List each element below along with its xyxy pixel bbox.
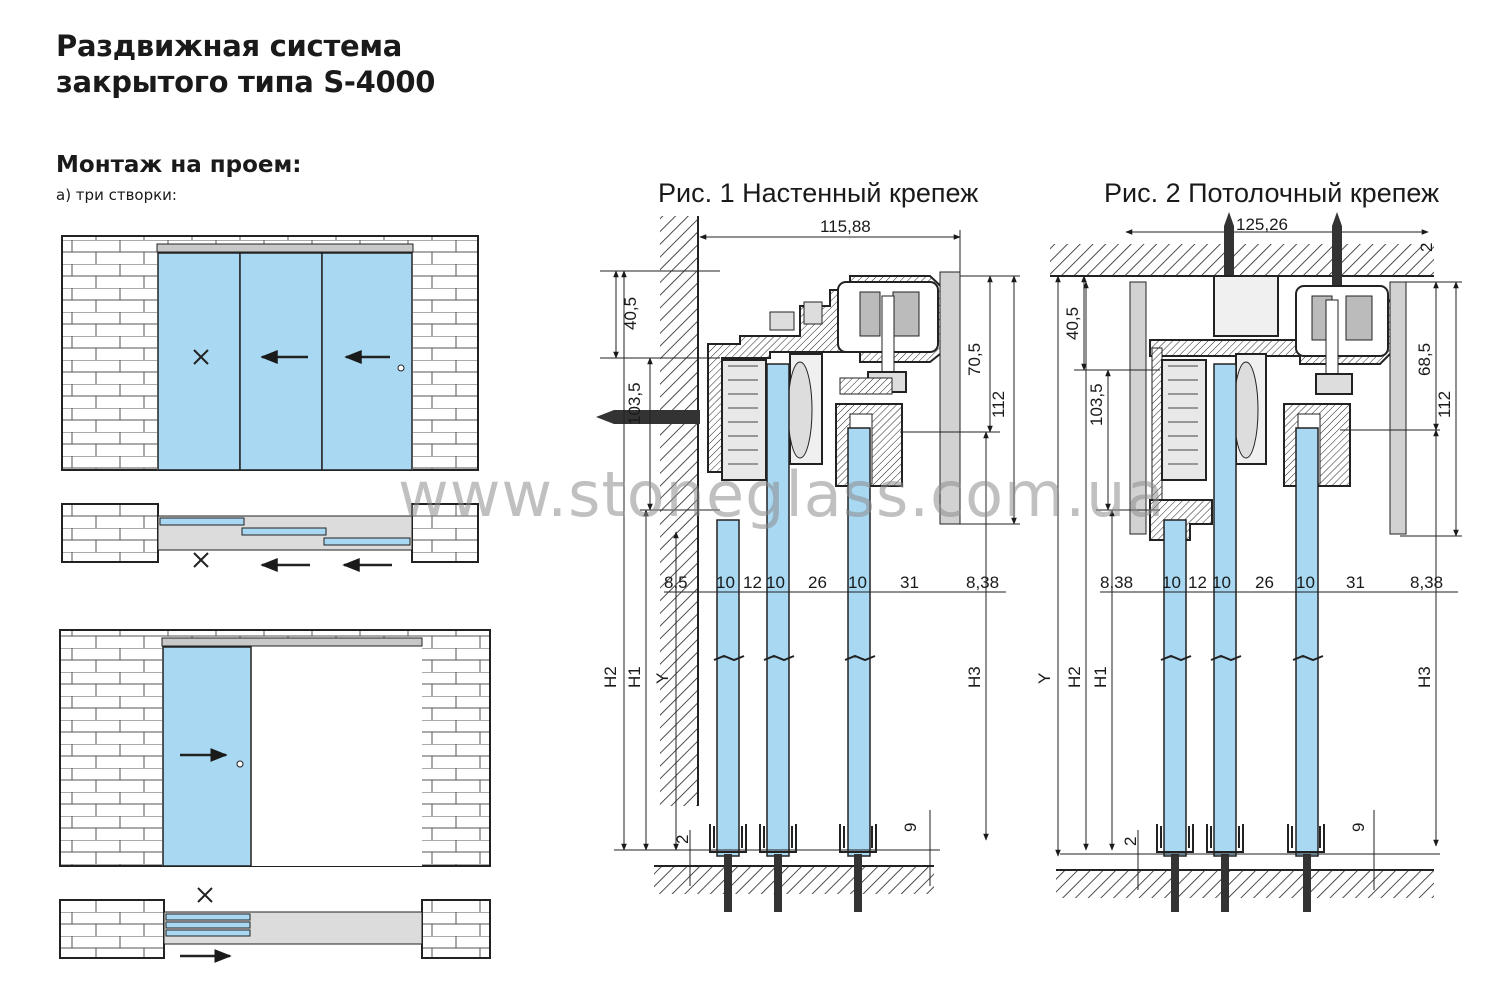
- fig2-dim-103: 103,5: [1087, 383, 1106, 426]
- fig2-dim-9: 9: [1349, 823, 1368, 832]
- fig2-dim-b6: 10: [1296, 573, 1315, 592]
- fig2-dim-b7: 31: [1346, 573, 1365, 592]
- handle-icon: [236, 760, 244, 768]
- fig2-dim-112: 112: [1435, 391, 1454, 418]
- glass-panel: [1213, 363, 1237, 857]
- fig1-dim-b5: 26: [808, 573, 827, 592]
- fig1-dim-b3: 12: [743, 573, 762, 592]
- fig2-dim-b2: 10: [1162, 573, 1181, 592]
- fig1-caption: Рис. 1 Настенный крепеж: [658, 178, 979, 208]
- glass-panel: [1295, 427, 1319, 857]
- fig2-dim-2: 2: [1121, 837, 1140, 846]
- fig2-dim-b5: 26: [1255, 573, 1274, 592]
- fig2-dim-width: 125,26: [1236, 215, 1288, 234]
- fig2-caption: Рис. 2 Потолочный крепеж: [1104, 178, 1440, 208]
- title-line-2: закрытого типа S-4000: [56, 65, 436, 99]
- fig2-dim-h3: H3: [1415, 666, 1434, 688]
- mount-note: а) три створки:: [56, 186, 177, 204]
- glass-panel: [239, 252, 323, 471]
- fig1-dim-h2: H2: [601, 666, 620, 688]
- fig2-dim-b4: 10: [1212, 573, 1231, 592]
- fig1-dim-b1: 8,5: [664, 573, 688, 592]
- fig1-dim-h3: H3: [965, 666, 984, 688]
- plan-three-panels: [61, 503, 479, 572]
- fig1-dim-b2: 10: [716, 573, 735, 592]
- handle-icon: [397, 364, 405, 372]
- fixed-mark-icon: [193, 349, 209, 365]
- elevation-single-panel: [59, 629, 491, 867]
- plan-single-panel: [59, 887, 491, 963]
- fig1-dim-b8: 8,38: [966, 573, 999, 592]
- fig2-section: 125,26 2: [1035, 212, 1462, 912]
- fig1-dim-40: 40,5: [621, 297, 640, 330]
- glass-panel: [716, 519, 740, 857]
- fig1-dim-h1: H1: [625, 666, 644, 688]
- fig1-dim-112: 112: [989, 391, 1008, 418]
- fig1-dim-103: 103,5: [625, 382, 644, 425]
- glass-panel: [157, 252, 241, 471]
- page-title: Раздвижная система закрытого типа S-4000: [56, 28, 435, 100]
- glass-panel: [321, 252, 413, 471]
- fig2-dim-b1: 8,38: [1100, 573, 1133, 592]
- fig1-dim-b6: 10: [848, 573, 867, 592]
- fig2-dim-h1: H1: [1091, 666, 1110, 688]
- fig1-dim-width: 115,88: [820, 217, 871, 236]
- mount-heading: Монтаж на проем:: [56, 152, 302, 178]
- glass-panel: [162, 646, 252, 867]
- watermark: www.stoneglass.com.ua: [398, 458, 1166, 531]
- fig2-dim-b8: 8,38: [1410, 573, 1443, 592]
- fig1-dim-b7: 31: [900, 573, 919, 592]
- fig1-dim-y: Y: [653, 673, 672, 684]
- fig2-dim-2top: 2: [1417, 243, 1436, 252]
- glass-panel: [766, 363, 790, 857]
- fig2-dim-h2: H2: [1065, 666, 1084, 688]
- elevation-three-panels: [61, 235, 479, 471]
- title-line-1: Раздвижная система: [56, 29, 402, 63]
- fig2-dim-40: 40,5: [1063, 307, 1082, 340]
- fig1-dim-9: 9: [901, 823, 920, 832]
- fig2-dim-y: Y: [1035, 673, 1054, 684]
- fig2-dim-b3: 12: [1188, 573, 1207, 592]
- fig1-dim-70: 70,5: [965, 343, 984, 376]
- fig1-section: 115,88: [596, 216, 1020, 912]
- fig2-dim-68: 68,5: [1415, 343, 1434, 376]
- glass-panel: [1163, 519, 1187, 857]
- fig1-dim-b4: 10: [766, 573, 785, 592]
- fig1-dim-2: 2: [673, 835, 692, 844]
